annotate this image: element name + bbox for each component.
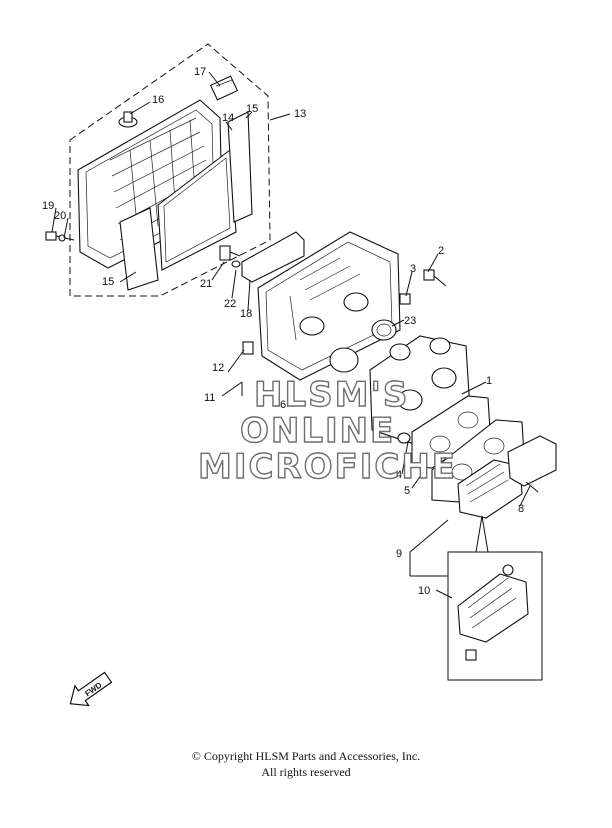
callout-21: 21	[200, 278, 212, 290]
part-2-bolt	[423, 269, 447, 287]
callout-8: 8	[518, 503, 524, 515]
copyright-line-2: All rights reserved	[261, 765, 351, 779]
part-3-bolt	[399, 293, 411, 305]
leader-lines	[51, 71, 531, 599]
part-6-washer	[329, 347, 359, 373]
callout-18: 18	[240, 308, 252, 320]
part-14-gasket	[157, 148, 237, 271]
inset-leader-left	[475, 515, 483, 553]
callout-11: 11	[204, 392, 215, 404]
callout-16: 16	[152, 94, 164, 106]
callout-15-upper: 15	[246, 103, 258, 115]
callout-17: 17	[194, 66, 206, 78]
callout-5: 5	[404, 485, 410, 497]
part-18-plate	[241, 231, 305, 283]
callout-10: 10	[418, 585, 430, 597]
part-21-bolt	[219, 245, 241, 268]
part-15-seal-upper	[227, 111, 253, 223]
part-16-fitting	[118, 111, 138, 128]
fwd-arrow-icon: FWD	[69, 671, 113, 707]
callout-1: 1	[486, 375, 492, 387]
inset-leader-right	[481, 515, 489, 553]
callout-3: 3	[410, 263, 416, 275]
copyright-line-1: © Copyright HLSM Parts and Accessories, …	[191, 749, 421, 763]
callout-20: 20	[54, 210, 66, 222]
part-15-seal-lower	[119, 207, 159, 291]
callout-22: 22	[224, 298, 236, 310]
callout-19: 19	[42, 200, 54, 212]
callout-14: 14	[222, 112, 234, 124]
reed-valve-assembly	[457, 435, 557, 519]
callout-2: 2	[438, 245, 444, 257]
watermark-line-1: HLSM'S	[254, 375, 409, 415]
part-4-washer	[397, 432, 411, 444]
part-19-bolt	[45, 231, 75, 242]
assembly-dashed-outline	[69, 43, 271, 297]
callout-4: 4	[396, 469, 402, 481]
callout-13: 13	[294, 108, 306, 120]
detail-inset-box	[447, 551, 543, 681]
callout-23: 23	[404, 315, 416, 327]
watermark-line-3: MICROFICHE	[198, 447, 457, 487]
copyright-notice: © Copyright HLSM Parts and Accessories, …	[0, 748, 612, 780]
callout-15-lower: 15	[102, 276, 114, 288]
intake-housing	[242, 231, 401, 381]
callout-6: 6	[280, 399, 286, 411]
reed-valve-detail	[457, 564, 529, 661]
watermark-line-2: ONLINE	[240, 411, 395, 451]
callout-12: 12	[212, 362, 224, 374]
part-23-ring	[371, 319, 397, 341]
callout-9: 9	[396, 548, 402, 560]
